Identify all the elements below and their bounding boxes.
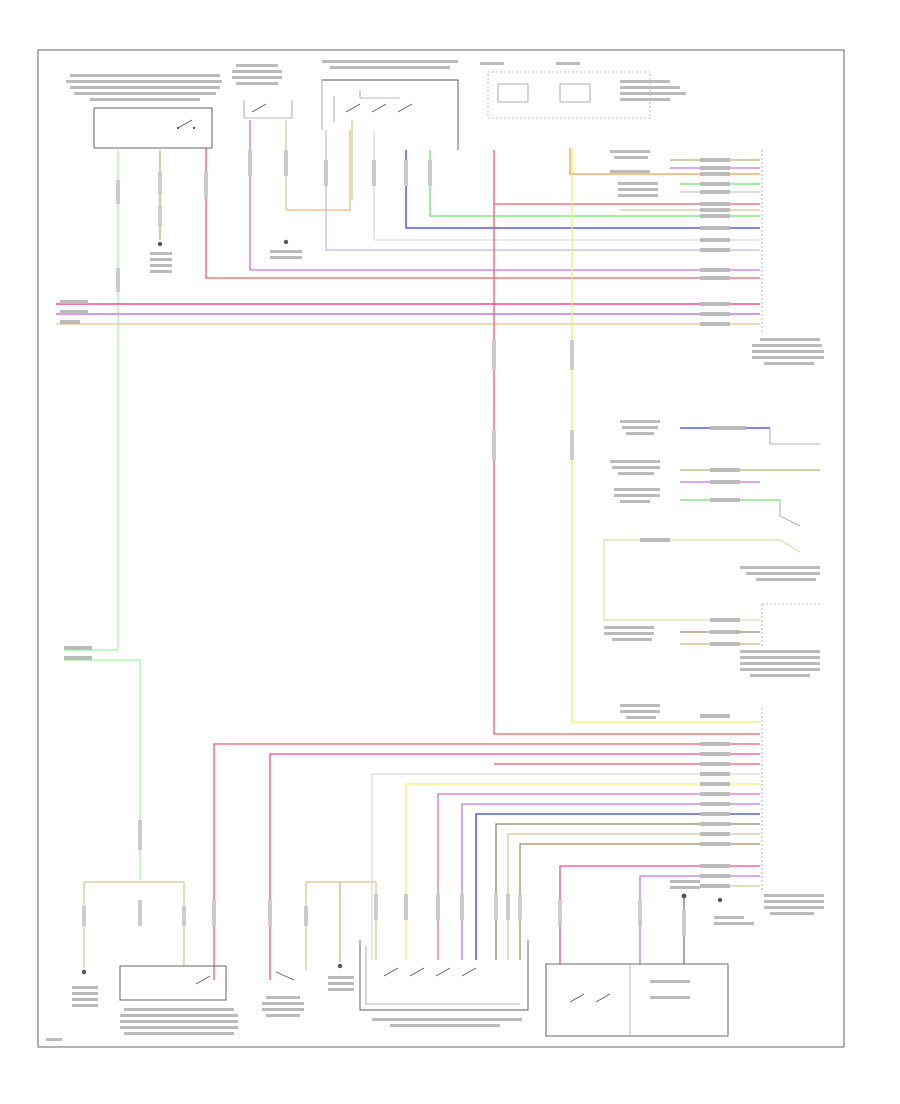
lower-wire-bundle: [83, 743, 760, 980]
vertical-wire-labels-bottom: [82, 894, 686, 936]
connector-pin-labels-top: [60, 158, 730, 326]
bottom-right-module: [545, 880, 754, 1037]
wire-red-vertical: [493, 204, 760, 735]
middle-right-labels: [604, 420, 820, 677]
top-switch-component: [232, 64, 293, 119]
bottom-switch-component: [262, 963, 354, 1017]
wire-green-main: [64, 150, 119, 651]
top-left-module: [93, 107, 213, 149]
top-multi-switch-module: [321, 60, 459, 150]
top-fuse-panel: [480, 62, 686, 119]
ground-symbol-icon: [150, 241, 172, 273]
wire-yellow-vertical: [571, 148, 760, 723]
switch-contact-icon: [176, 119, 196, 130]
diagram-frame: [37, 49, 845, 1048]
ground-symbol-icon: [270, 239, 302, 259]
bottom-left-module: [119, 965, 227, 1001]
bottom-multi-switch-module: [359, 940, 529, 1027]
vertical-wire-labels: [116, 150, 574, 850]
wire-green-branch: [64, 659, 141, 880]
top-wire-bundle: [56, 120, 760, 880]
top-right-left-labels: [610, 150, 658, 197]
middle-right-bracket: [761, 603, 820, 648]
top-right-module-label: [752, 338, 824, 365]
switch-contact-icon: [195, 975, 211, 985]
ground-symbol-icon: [72, 969, 98, 1007]
top-left-module-label: [66, 74, 222, 101]
connector-pin-labels-bottom: [64, 646, 824, 915]
bottom-left-module-label: [120, 1008, 238, 1035]
footer-stamp: [46, 1038, 62, 1041]
